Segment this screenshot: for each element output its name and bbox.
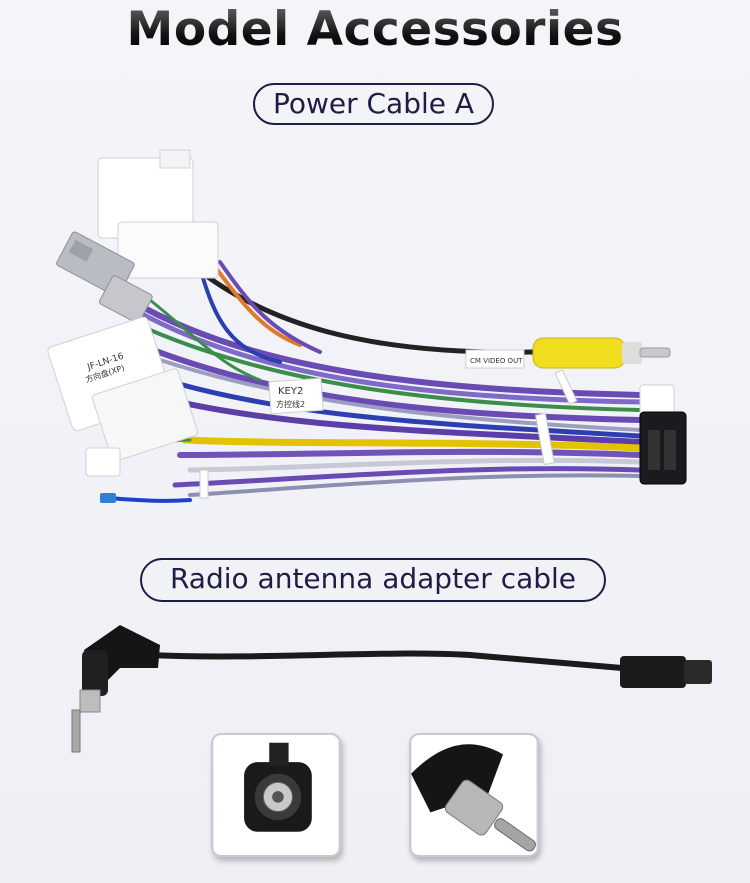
antenna-socket-closeup — [211, 733, 341, 857]
section-label-antenna-cable: Radio antenna adapter cable — [140, 558, 606, 602]
page-title: Model Accessories — [0, 2, 750, 57]
video-tag-text: CM VIDEO OUT — [470, 357, 523, 365]
antenna-plug-closeup — [409, 733, 539, 857]
key2-tag-subtext: 方控线2 — [276, 399, 305, 409]
key2-tag-text: KEY2 — [278, 386, 303, 397]
antenna-cable-image — [71, 625, 712, 753]
section-label-power-cable: Power Cable A — [253, 83, 494, 125]
